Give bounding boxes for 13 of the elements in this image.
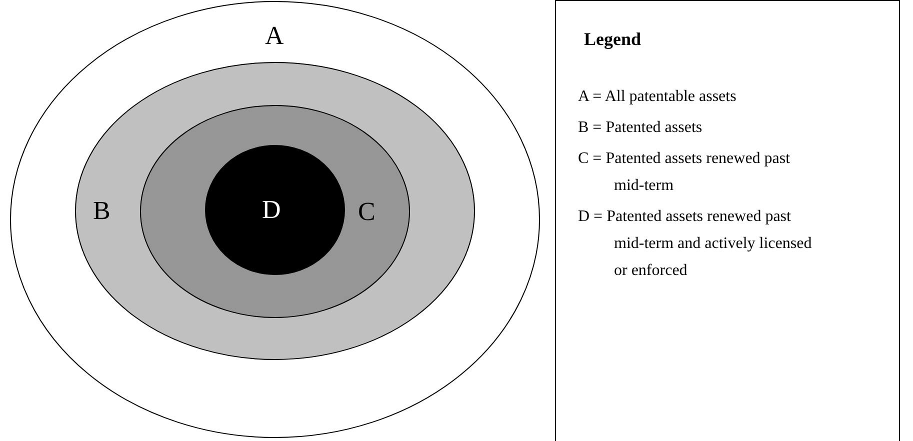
ellipse-region xyxy=(75,62,475,360)
ellipse-region xyxy=(205,145,345,275)
legend-entry: B = Patented assets xyxy=(578,118,704,138)
ellipse-region xyxy=(10,1,540,438)
region-label: B xyxy=(93,196,110,226)
legend-entry: A = All patentable assets xyxy=(578,87,738,107)
region-label: D xyxy=(262,195,281,225)
legend-entry: D = Patented assets renewed past mid-term and actively licensed or enforced xyxy=(578,207,813,281)
legend-entry: C = Patented assets renewed past mid-term xyxy=(578,149,792,196)
region-label: A xyxy=(265,21,284,51)
region-label: C xyxy=(358,197,376,227)
legend-title: Legend xyxy=(584,29,642,50)
ellipse-region xyxy=(140,105,410,318)
